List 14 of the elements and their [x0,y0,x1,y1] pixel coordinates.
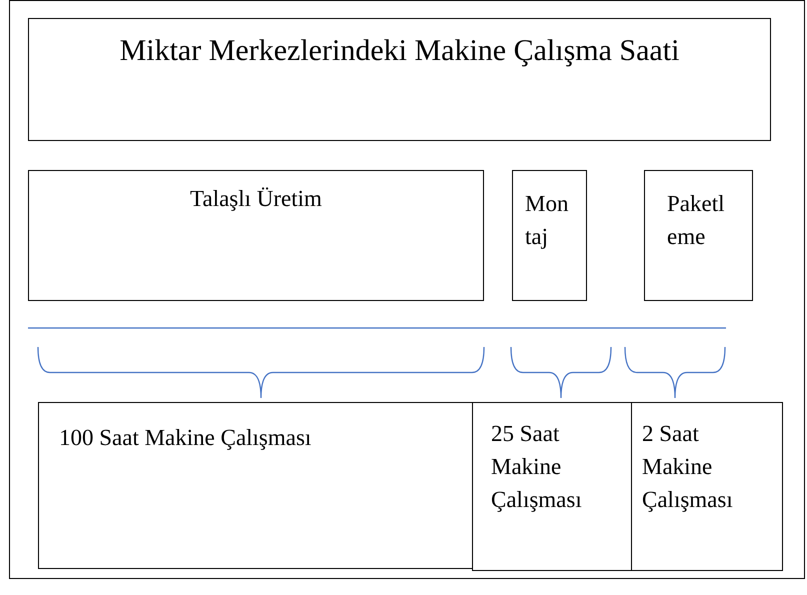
box-label: Paketleme [667,190,726,251]
box-label: 100 Saat Makine Çalışması [59,424,312,452]
process-box [512,170,587,301]
process-box [472,402,632,571]
box-label: Montaj [525,190,570,251]
process-box [644,170,753,301]
process-box [631,402,783,571]
box-label: Miktar Merkezlerindeki Makine Çalışma Saati [118,33,680,69]
box-label: 2 Saat Makine Çalışması [642,420,734,514]
process-box [38,402,473,569]
box-label: 25 Saat Makine Çalışması [491,420,583,514]
process-box [28,170,484,301]
process-box [28,18,771,141]
box-label: Talaşlı Üretim [189,185,323,213]
